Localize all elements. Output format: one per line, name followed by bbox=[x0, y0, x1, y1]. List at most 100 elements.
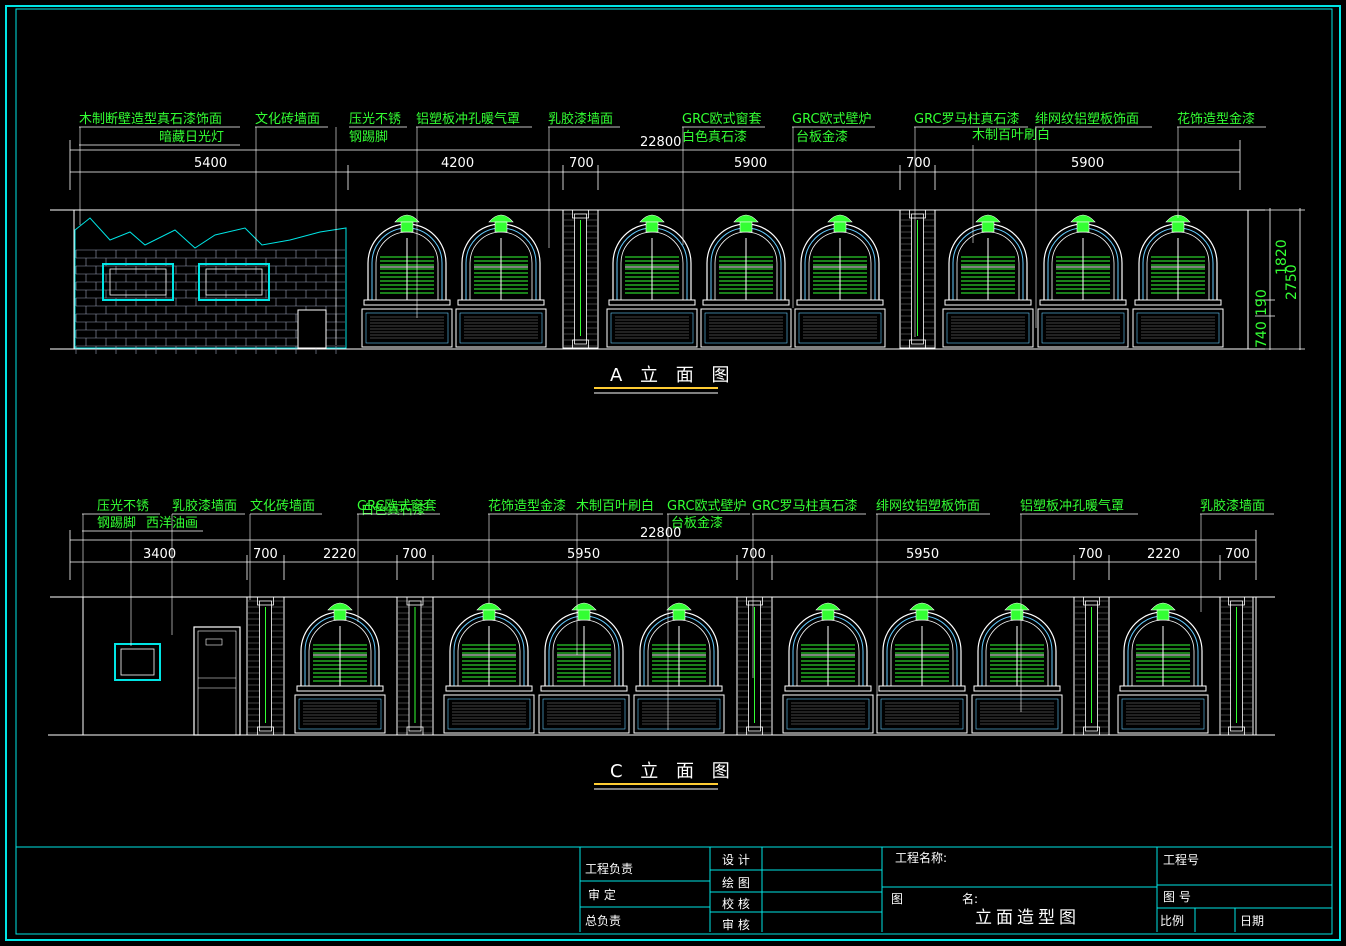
label-a-9: GRC欧式壁炉 bbox=[792, 112, 872, 127]
label-c-2: 乳胶漆墙面 bbox=[172, 498, 237, 514]
tb-project-lead: 工程负责 bbox=[585, 861, 633, 876]
arched-window bbox=[1117, 602, 1209, 734]
label-c-10: 台板金漆 bbox=[671, 515, 723, 531]
label-c-14: 乳胶漆墙面 bbox=[1200, 498, 1265, 514]
arched-window bbox=[361, 214, 453, 348]
label-c-7: 花饰造型金漆 bbox=[488, 498, 566, 514]
dim-a-5: 5900 bbox=[1071, 156, 1104, 171]
arched-window bbox=[455, 214, 547, 348]
dim-c-0: 3400 bbox=[143, 547, 176, 562]
roman-column bbox=[246, 596, 285, 736]
tb-name-label: 名: bbox=[962, 891, 978, 906]
roman-column bbox=[562, 209, 599, 349]
column-row-a bbox=[562, 209, 936, 349]
roman-column bbox=[899, 209, 936, 349]
tb-check: 校 核 bbox=[722, 896, 750, 911]
vdim-a-2: 190 bbox=[1254, 289, 1270, 316]
tb-design: 设 计 bbox=[722, 853, 750, 867]
dim-a-2: 700 bbox=[569, 156, 594, 171]
label-a-14: 花饰造型金漆 bbox=[1177, 111, 1255, 127]
arched-window bbox=[782, 602, 874, 734]
roman-column bbox=[736, 596, 773, 736]
label-c-4: 文化砖墙面 bbox=[250, 499, 315, 514]
label-c-11: GRC罗马柱真石漆 bbox=[752, 498, 858, 514]
dimension-lines-c bbox=[69, 530, 1257, 580]
label-c-8: 木制百叶刷白 bbox=[576, 498, 654, 514]
label-c-6: 白色真石漆 bbox=[361, 502, 426, 518]
dim-c-2: 2220 bbox=[323, 547, 356, 562]
dim-c-8: 2220 bbox=[1147, 547, 1180, 562]
oil-painting-inner bbox=[120, 648, 155, 676]
elevation-c-title: C 立 面 图 bbox=[610, 761, 736, 782]
label-c-9: GRC欧式壁炉 bbox=[667, 499, 747, 514]
arched-window bbox=[700, 214, 792, 348]
label-underlines-a bbox=[79, 126, 1266, 146]
wall-panel bbox=[297, 309, 327, 349]
vdim-lines-a bbox=[1255, 208, 1305, 350]
vdim-a-0: 1820 bbox=[1274, 239, 1290, 275]
vdim-a-3: 740 bbox=[1254, 321, 1270, 348]
tb-project-name: 工程名称: bbox=[895, 850, 947, 865]
tb-review: 审 核 bbox=[722, 917, 750, 932]
arched-window bbox=[538, 602, 630, 734]
door-inner bbox=[197, 630, 237, 736]
arched-window bbox=[443, 602, 535, 734]
dim-c-3: 700 bbox=[402, 547, 427, 562]
arched-window bbox=[942, 214, 1034, 348]
dim-a-3: 5900 bbox=[734, 156, 767, 171]
oil-painting bbox=[114, 643, 161, 681]
elevation-c: 压光不锈 钢踢脚 乳胶漆墙面 西洋油画 文化砖墙面 GRC欧式窗套 白色真石漆 … bbox=[48, 498, 1275, 790]
door bbox=[193, 626, 241, 736]
brick-wall-a bbox=[74, 217, 347, 354]
label-a-1: 暗藏日光灯 bbox=[159, 130, 224, 145]
title-block bbox=[16, 846, 1332, 932]
dim-c-1: 700 bbox=[253, 547, 278, 562]
window-row-c bbox=[294, 602, 1209, 734]
label-c-5: GRC欧式窗套 bbox=[357, 498, 437, 514]
arched-window bbox=[294, 602, 386, 734]
arched-window bbox=[876, 602, 968, 734]
tb-draw: 绘 图 bbox=[722, 875, 750, 890]
label-a-2: 文化砖墙面 bbox=[255, 112, 320, 127]
roman-column bbox=[1073, 596, 1110, 736]
dim-c-9: 700 bbox=[1225, 547, 1250, 562]
art-frame bbox=[102, 263, 174, 301]
label-a-7: GRC欧式窗套 bbox=[682, 111, 762, 127]
label-a-10: 台板金漆 bbox=[796, 129, 848, 145]
label-a-13: 木制百叶刷白 bbox=[972, 127, 1050, 143]
label-a-5: 铝塑板冲孔暖气罩 bbox=[416, 111, 520, 127]
dim-a-4: 700 bbox=[906, 156, 931, 171]
tb-project-no: 工程号 bbox=[1163, 852, 1199, 867]
dim-c-7: 700 bbox=[1078, 547, 1103, 562]
roman-column bbox=[1219, 596, 1254, 736]
label-underlines-c bbox=[82, 513, 1274, 532]
total-dim-a: 22800 bbox=[640, 135, 681, 150]
roman-column bbox=[396, 596, 434, 736]
wall-outline-a bbox=[50, 209, 1265, 350]
label-c-0: 压光不锈 bbox=[97, 499, 149, 514]
arched-window bbox=[971, 602, 1063, 734]
inner-frame bbox=[15, 8, 1333, 935]
tb-scale: 比例 bbox=[1160, 914, 1184, 928]
tb-date: 日期 bbox=[1240, 914, 1264, 928]
dim-a-0: 5400 bbox=[194, 156, 227, 171]
arched-window bbox=[1037, 214, 1129, 348]
arched-window bbox=[794, 214, 886, 348]
label-c-1: 钢踢脚 bbox=[97, 515, 136, 531]
door-sign bbox=[205, 638, 223, 646]
arched-window bbox=[606, 214, 698, 348]
elevation-a-title: A 立 面 图 bbox=[610, 365, 735, 386]
tb-drawing-no: 图 号 bbox=[1163, 890, 1191, 904]
label-c-13: 铝塑板冲孔暖气罩 bbox=[1020, 498, 1124, 514]
outer-frame bbox=[5, 5, 1341, 941]
label-a-4: 钢踢脚 bbox=[349, 129, 388, 145]
dim-c-6: 5950 bbox=[906, 547, 939, 562]
label-a-8: 白色真石漆 bbox=[682, 129, 747, 145]
column-row-c bbox=[246, 596, 1254, 736]
tb-chief: 总负责 bbox=[585, 914, 621, 928]
art-frame bbox=[198, 263, 270, 301]
dim-c-5: 700 bbox=[741, 547, 766, 562]
arched-window bbox=[1132, 214, 1224, 348]
window-row-a bbox=[361, 214, 1224, 348]
